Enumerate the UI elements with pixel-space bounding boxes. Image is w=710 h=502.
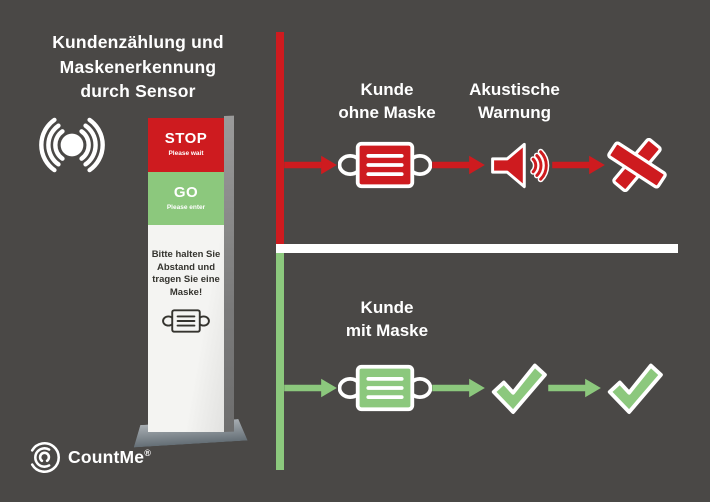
label-kunde-ohne-maske: Kunde ohne Maske <box>338 80 436 122</box>
red-vertical-divider <box>276 32 284 244</box>
green-vertical-divider <box>276 253 284 470</box>
mask-icon-red <box>338 141 432 189</box>
white-horizontal-divider <box>276 244 678 253</box>
kiosk-go-sub: Please enter <box>166 204 206 211</box>
kiosk-stop-label: STOP <box>164 130 208 147</box>
arrow-right-icon <box>284 378 337 398</box>
page-title-line2: Maskenerkennung <box>59 56 217 77</box>
page-title-line1: Kundenzählung und <box>52 32 224 52</box>
countme-logo-text: CountMe® <box>68 447 151 468</box>
kiosk-stop-sub: Please wait <box>168 150 204 157</box>
page-title-line3: durch Sensor <box>80 81 196 101</box>
kiosk-stop-section: STOP Please wait <box>148 118 224 172</box>
sensor-kiosk: STOP Please wait GO Please enter Bitte h… <box>148 115 260 468</box>
mask-outline-icon <box>162 309 210 333</box>
kiosk-notice-text: Bitte halten Sie Abstand und tragen Sie … <box>151 249 221 298</box>
kiosk-front-panel: STOP Please wait GO Please enter Bitte h… <box>148 118 224 432</box>
arrow-right-icon <box>432 378 485 398</box>
kiosk-side-panel <box>224 115 234 433</box>
page-title: Kundenzählung und Maskenerkennung durch … <box>18 30 258 104</box>
label-akustische-warnung: Akustische Warnung <box>469 80 560 122</box>
arrow-right-icon <box>548 378 601 398</box>
countme-logo: CountMe® <box>28 441 151 474</box>
label-kunde-mit-maske: Kunde mit Maske <box>345 298 429 340</box>
mask-icon-green <box>338 364 432 412</box>
cross-icon <box>607 138 667 192</box>
check-icon <box>607 363 663 414</box>
kiosk-go-section: GO Please enter <box>148 172 224 225</box>
arrow-right-icon <box>552 155 605 175</box>
flow-row-with-mask <box>284 355 664 421</box>
check-icon <box>491 363 547 414</box>
countme-logo-icon <box>30 442 61 473</box>
speaker-warning-icon <box>491 142 550 188</box>
kiosk-go-label: GO <box>173 184 199 201</box>
logo-name: CountMe <box>68 447 145 467</box>
arrow-right-icon <box>432 155 485 175</box>
flow-row-no-mask <box>284 132 668 198</box>
sensor-signal-icon <box>30 112 114 178</box>
registered-mark: ® <box>144 448 151 458</box>
kiosk-notice-section: Bitte halten Sie Abstand und tragen Sie … <box>148 225 224 432</box>
arrow-right-icon <box>284 155 337 175</box>
